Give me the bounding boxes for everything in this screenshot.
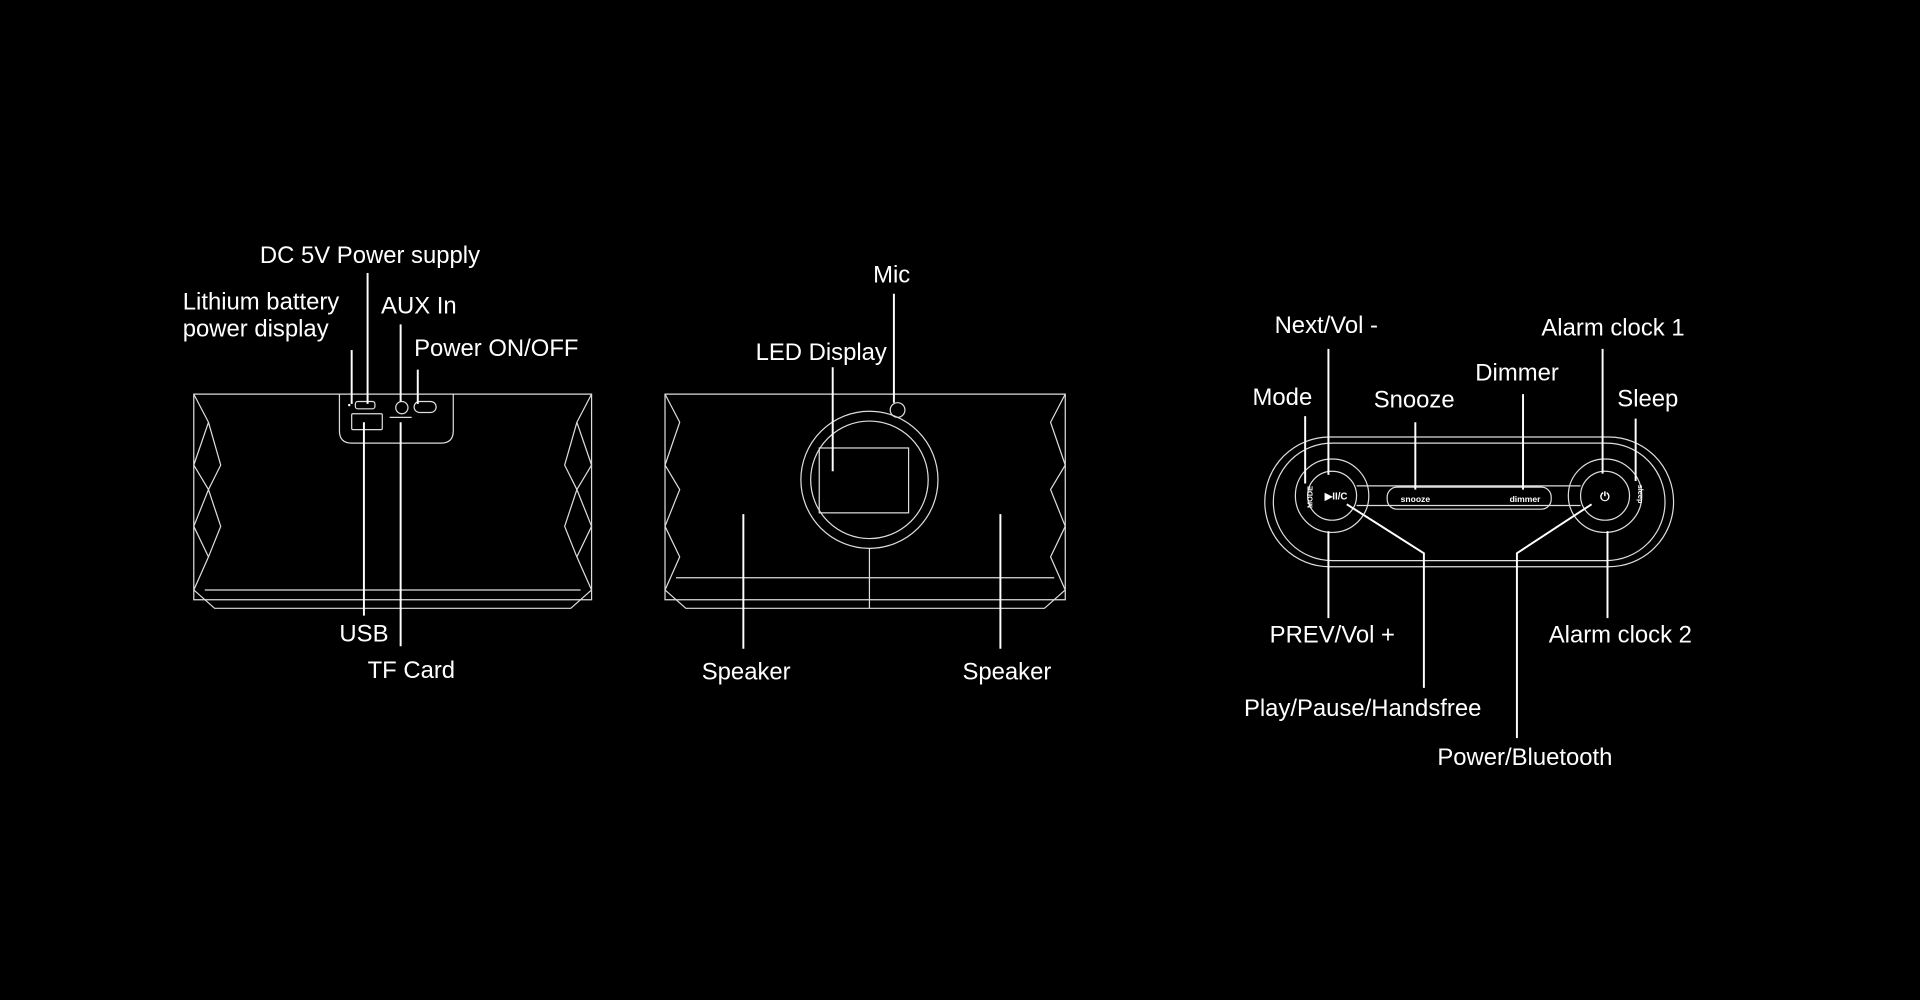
label-battery-2: power display: [183, 316, 329, 343]
aux-port: [395, 400, 409, 415]
label-power-switch: Power ON/OFF: [414, 335, 578, 362]
printed-snooze: snooze: [1401, 494, 1431, 504]
printed-dimmer: dimmer: [1510, 494, 1542, 504]
label-aux: AUX In: [381, 292, 457, 319]
right-button-cluster: [1567, 458, 1643, 534]
label-next: Next/Vol -: [1275, 312, 1378, 339]
mic-hole: [889, 402, 906, 418]
snooze-dimmer-bar: [1386, 486, 1552, 510]
label-tf-card: TF Card: [368, 657, 455, 684]
display-ring: [800, 410, 939, 549]
label-speaker-right: Speaker: [962, 658, 1051, 685]
label-alarm2: Alarm clock 2: [1549, 622, 1692, 649]
svg-text:▶II/C: ▶II/C: [1324, 491, 1348, 502]
label-snooze: Snooze: [1374, 387, 1455, 414]
label-dc-power: DC 5V Power supply: [260, 242, 480, 269]
battery-led: [348, 403, 351, 407]
led-display: [818, 447, 910, 514]
label-alarm1: Alarm clock 1: [1541, 314, 1684, 341]
label-mode: Mode: [1253, 384, 1313, 411]
front-view-device: Mic LED Display Speaker Speaker: [664, 262, 1066, 685]
label-battery-1: Lithium battery: [183, 289, 340, 316]
usb-port: [351, 413, 383, 431]
label-usb: USB: [339, 620, 388, 647]
top-view-device: ▶II/C ⏻ snooze dimmer Next/Vol - Alarm c…: [1244, 312, 1692, 771]
label-led: LED Display: [756, 339, 887, 366]
printed-sleep: sleep: [1636, 485, 1645, 504]
left-button-cluster: [1294, 458, 1370, 534]
label-speaker-left: Speaker: [702, 658, 791, 685]
svg-text:⏻: ⏻: [1600, 490, 1610, 504]
back-view-device: DC 5V Power supply Lithium battery power…: [183, 242, 593, 684]
label-power-bt: Power/Bluetooth: [1437, 744, 1612, 771]
label-dimmer: Dimmer: [1475, 360, 1559, 387]
label-play: Play/Pause/Handsfree: [1244, 695, 1481, 722]
dc-port: [354, 400, 376, 410]
label-sleep: Sleep: [1617, 385, 1678, 412]
printed-mode: MODE: [1306, 486, 1315, 508]
play-button: [1307, 470, 1358, 521]
label-mic: Mic: [873, 262, 910, 289]
power-switch: [413, 400, 437, 414]
power-button: [1579, 470, 1631, 521]
label-prev: PREV/Vol +: [1270, 622, 1395, 649]
